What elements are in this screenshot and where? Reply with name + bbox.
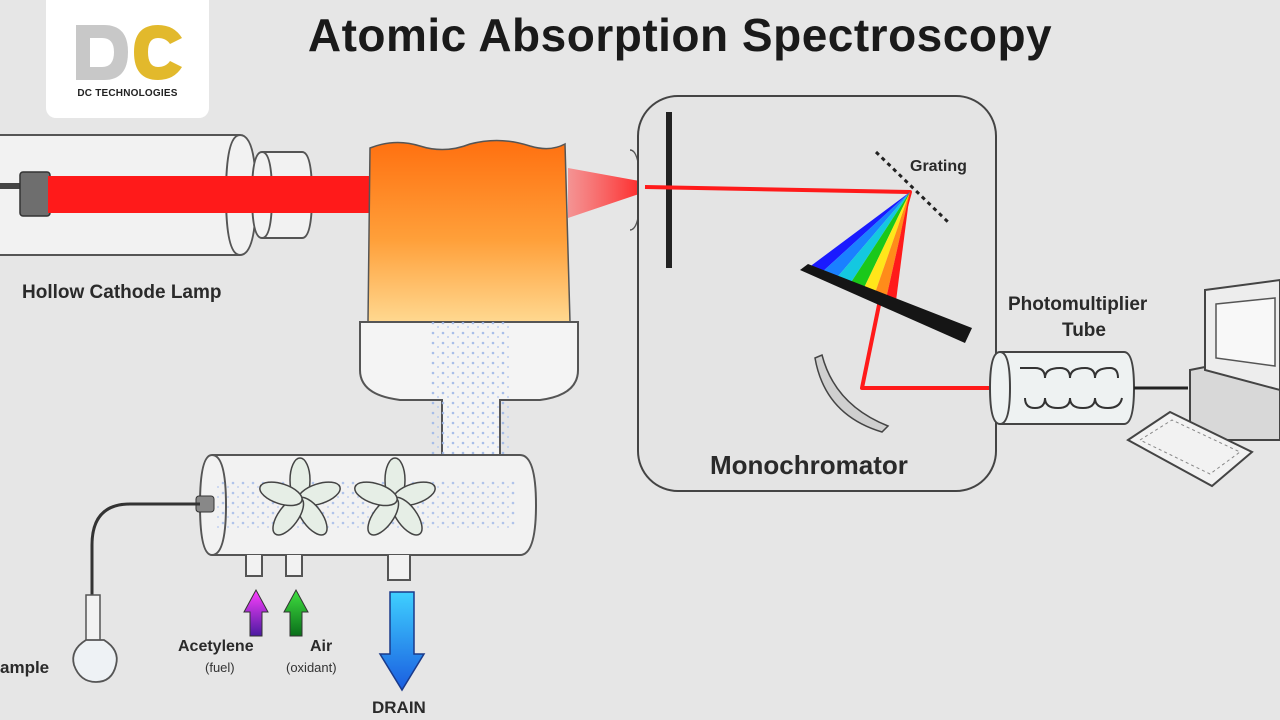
computer-icon <box>1126 278 1280 488</box>
hollow-cathode-lamp <box>0 134 373 256</box>
label-acetylene: Acetylene <box>178 638 254 655</box>
entrance-slit <box>666 112 672 268</box>
grating <box>874 150 950 224</box>
spoiler-fan-2 <box>354 457 436 536</box>
monochromator <box>637 95 1000 492</box>
photomultiplier-tube <box>988 351 1188 425</box>
label-air-oxidant: (oxidant) <box>286 660 337 675</box>
label-pmt-line2: Tube <box>1062 320 1106 341</box>
label-hollow-cathode-lamp: Hollow Cathode Lamp <box>22 282 222 303</box>
label-grating: Grating <box>910 158 967 175</box>
label-air: Air <box>310 638 333 655</box>
label-monochromator: Monochromator <box>710 450 908 480</box>
air-arrow <box>283 588 309 637</box>
label-sample: ample <box>0 658 50 677</box>
mirror-plate <box>800 264 972 343</box>
logo: DC TECHNOLOGIES <box>46 0 209 118</box>
page-title: Atomic Absorption Spectroscopy <box>307 9 1053 61</box>
focusing-mirror <box>814 353 890 433</box>
dc-logo-icon <box>76 25 182 80</box>
nebulizer-chamber <box>195 454 538 581</box>
beam-taper <box>568 168 645 218</box>
label-drain: DRAIN <box>372 698 426 717</box>
burner-flame <box>359 139 579 457</box>
dispersed-spectrum <box>808 192 910 301</box>
acetylene-arrow <box>243 588 269 637</box>
drain-arrow <box>378 591 426 692</box>
sample-flask <box>72 502 200 683</box>
logo-text: DC TECHNOLOGIES <box>77 88 178 99</box>
spoiler-fan-1 <box>259 457 341 536</box>
label-acetylene-fuel: (fuel) <box>205 660 235 675</box>
label-pmt-line1: Photomultiplier <box>1008 294 1148 315</box>
